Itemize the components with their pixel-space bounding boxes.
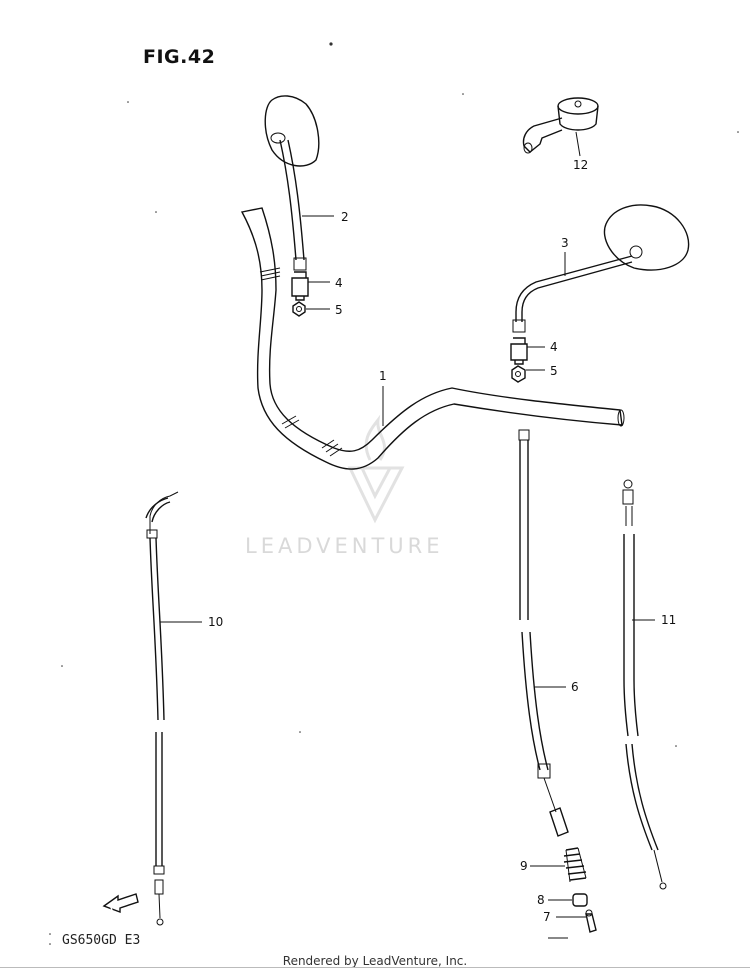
footer-rule [0, 967, 750, 968]
callout-8: 8 [537, 893, 545, 907]
right-mirror[interactable] [512, 204, 690, 333]
watermark-text: LEADVENTURE [245, 534, 444, 558]
throttle-cable[interactable] [145, 491, 179, 926]
callout-9: 9 [520, 859, 528, 873]
callout-4-left: 4 [335, 276, 343, 290]
figure-title: FIG.42 [143, 46, 216, 68]
cable-bushing[interactable] [572, 893, 588, 907]
callout-4-right: 4 [550, 340, 558, 354]
mirror-adapter-right[interactable] [510, 337, 528, 365]
left-mirror[interactable] [264, 95, 320, 271]
choke-cable[interactable] [622, 479, 667, 890]
cable-pin[interactable] [585, 909, 597, 933]
model-code: GS650GD E3 [62, 933, 141, 948]
mirror-nut-right[interactable] [511, 365, 526, 383]
handlebar[interactable] [240, 207, 625, 470]
callout-2: 2 [341, 210, 349, 224]
mirror-adapter-left[interactable] [291, 271, 309, 301]
callout-5-left: 5 [335, 303, 343, 317]
callout-3: 3 [561, 236, 569, 250]
callout-10: 10 [208, 615, 223, 629]
watermark-logo [347, 414, 405, 524]
scan-specks [49, 42, 739, 945]
callout-12: 12 [573, 158, 588, 172]
forward-arrow-icon [102, 893, 139, 914]
mirror-nut-left[interactable] [292, 301, 306, 317]
callout-6: 6 [571, 680, 579, 694]
callout-5-right: 5 [550, 364, 558, 378]
footer-credit: Rendered by LeadVenture, Inc. [282, 954, 468, 968]
cable-adjuster-spring[interactable] [563, 847, 587, 883]
leader-lines [160, 131, 655, 939]
clutch-cable[interactable] [518, 429, 569, 837]
callout-1: 1 [379, 369, 387, 383]
callout-7: 7 [543, 910, 551, 924]
filler-cap[interactable] [522, 97, 599, 154]
callout-11: 11 [661, 613, 676, 627]
